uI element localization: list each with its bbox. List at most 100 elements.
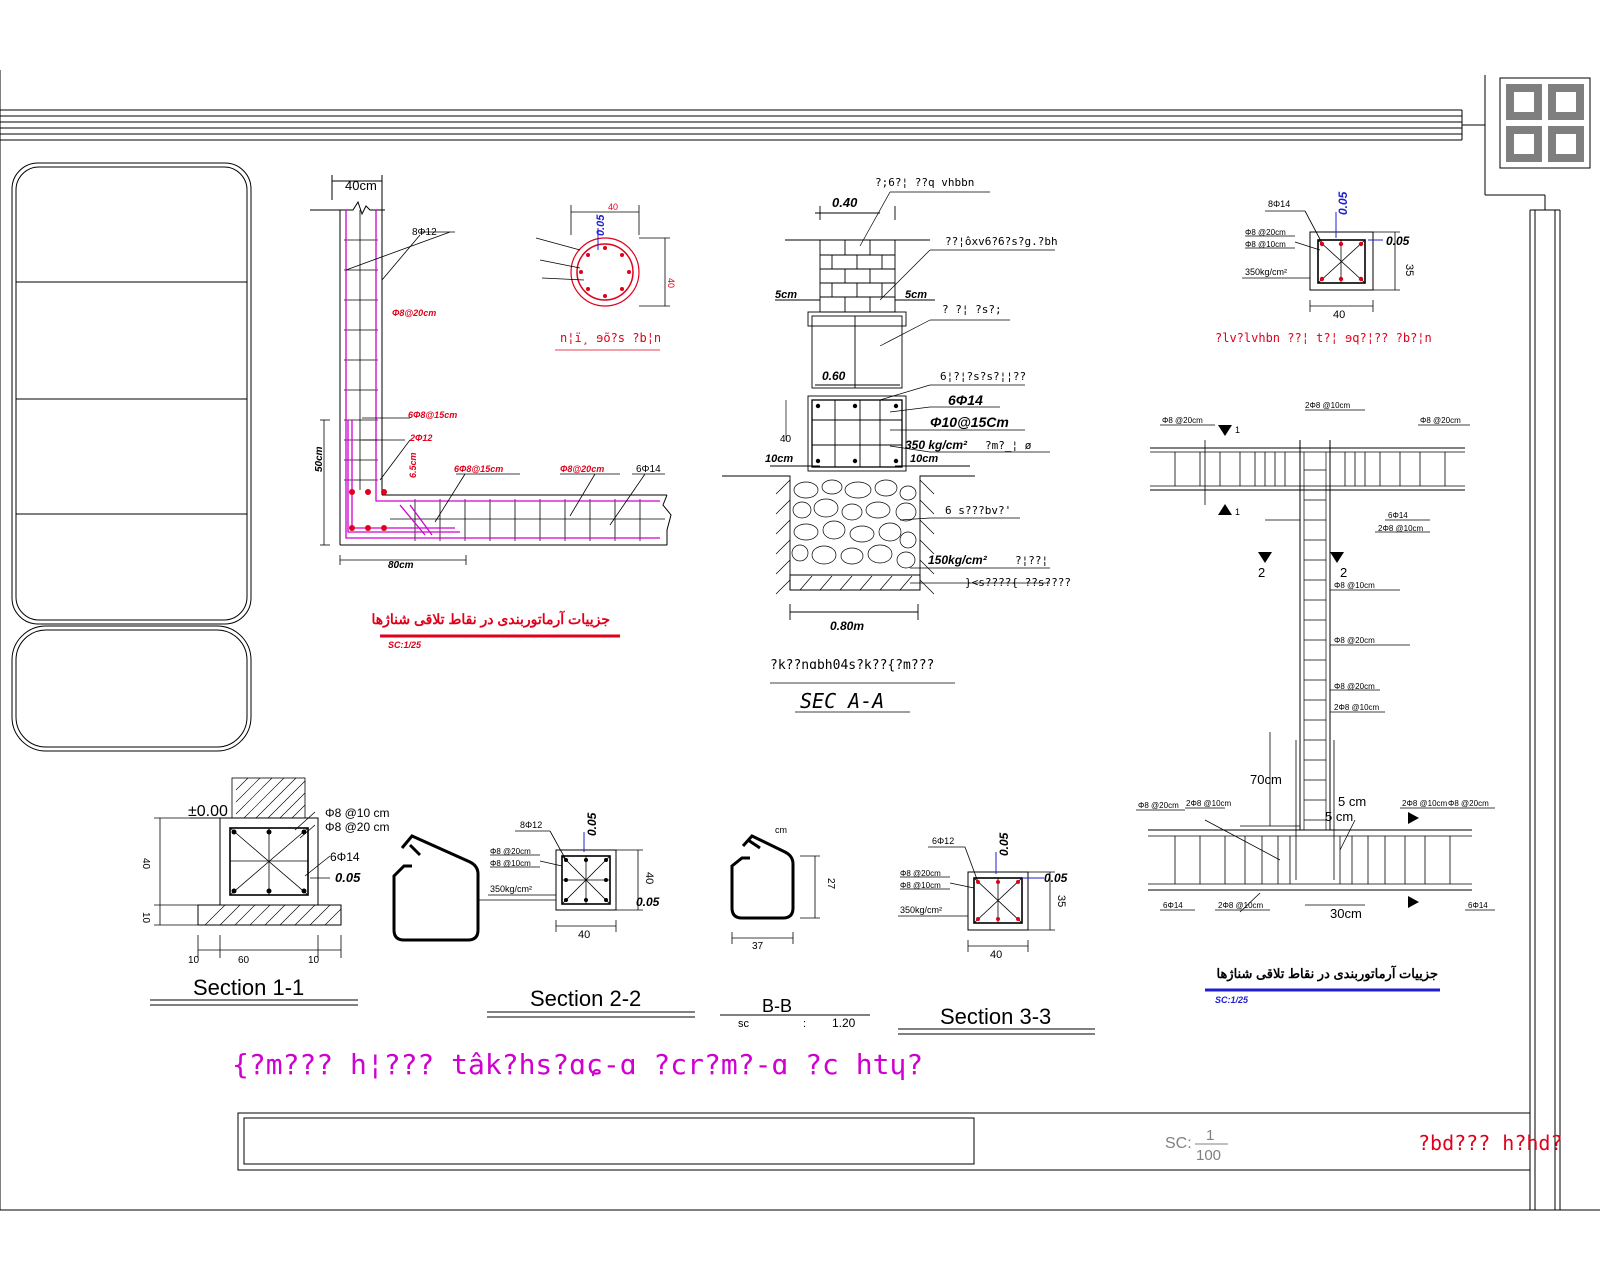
aa-dim-060: 0.60 <box>822 369 846 383</box>
top-right-column-section: 8Φ14 0.05 Φ8 @20cm Φ8 @10cm 350kg/cm² 0.… <box>1215 191 1432 345</box>
left-panels <box>11 162 252 752</box>
aa-label-top: ?;6?¦ ??q vhbbn <box>875 176 974 189</box>
wall-corner-bars: 2Φ12 <box>409 433 432 443</box>
aa-concrete-350-note: ?m?_¦ ø <box>985 439 1032 452</box>
trc-dim-right: 35 <box>1403 264 1415 276</box>
aa-dim-5cm-left: 5cm <box>775 289 797 301</box>
s11-stirrup-b: Φ8 @20 cm <box>325 820 389 834</box>
round-col-cover: 0.05 <box>595 214 607 236</box>
trc-caption: ?lv?lvhbn ??¦ t?¦ ɘq?¦?? ?b?¦n <box>1215 331 1432 345</box>
tj-cut-mark-bottom: 1 <box>1235 507 1240 517</box>
tj-stir-low-3: 2Φ8 @10cm <box>1402 799 1448 808</box>
s33-cover-top: 0.05 <box>997 832 1011 856</box>
tj-title: جزییات آرماتوربندی در نقاط تلاقی شناژها <box>1216 965 1438 982</box>
trc-cover-right: 0.05 <box>1386 234 1410 248</box>
s33-dim-right: 35 <box>1055 895 1067 907</box>
aa-rebar-main: 6Φ14 <box>948 392 983 408</box>
sbb-scale-sc: sc <box>738 1018 750 1030</box>
section-3-3: 6Φ12 0.05 Φ8 @20cm Φ8 @10cm 350kg/cm² 0.… <box>898 832 1095 1035</box>
s22-concrete: 350kg/cm² <box>490 884 532 894</box>
tj-stir-top-center: 2Φ8 @10cm <box>1305 401 1351 410</box>
aa-dim-10cm-left: 10cm <box>765 453 793 465</box>
s33-concrete: 350kg/cm² <box>900 905 942 915</box>
s11-stirrup-a: Φ8 @10 cm <box>325 806 389 820</box>
section-bb: cm 27 37 B-B sc : 1.20 <box>720 825 870 1030</box>
sbb-cm: cm <box>775 825 787 835</box>
tj-dim-5b: 5 cm <box>1325 809 1353 824</box>
aa-stirrup: Φ10@15Cm <box>930 414 1009 430</box>
wall-dim-left: 50cm <box>314 446 325 472</box>
tj-stir-v4: 2Φ8 @10cm <box>1334 703 1380 712</box>
s33-title: Section 3-3 <box>940 1004 1051 1029</box>
round-col-caption: n¦ï¸ ɘõ?s ?b¦n <box>560 331 661 345</box>
s22-dim-right: 40 <box>643 872 655 884</box>
s22-bar: 8Φ12 <box>520 820 542 830</box>
wall-dim-bottom: 80cm <box>388 560 414 571</box>
trc-stirrup-b: Φ8 @10cm <box>1245 240 1286 249</box>
s33-dim-bottom: 40 <box>990 949 1002 961</box>
s11-dim-b3: 10 <box>308 955 320 966</box>
sheet-title: {?m??? h¦??? tâk?hs?ɑɕ-ɑ ?cr?m?-ɑ ?c htɥ… <box>232 1048 923 1081</box>
tj-sec-mark-right: 2 <box>1340 565 1347 580</box>
aa-dim-40: 40 <box>780 434 792 445</box>
s11-cover: 0.05 <box>335 870 361 885</box>
aa-dim-040: 0.40 <box>832 195 858 210</box>
s11-dim-40: 40 <box>140 858 151 870</box>
aa-dim-080: 0.80m <box>830 619 864 633</box>
s33-cover-right: 0.05 <box>1044 871 1068 885</box>
s22-cover-top: 0.05 <box>585 812 599 836</box>
wall-detail-scale: SC:1/25 <box>388 640 422 650</box>
tj-stir-low-4: Φ8 @20cm <box>1448 799 1489 808</box>
wall-dim-small: 6.5cm <box>408 452 418 478</box>
s11-bar: 6Φ14 <box>330 850 360 864</box>
stirrup-shape-a <box>392 834 556 942</box>
title-block-scale-den: 100 <box>1196 1147 1221 1164</box>
aa-label-bars: 6¦?¦?s?s?¦¦?? <box>940 370 1026 383</box>
t-junction-detail: 2Φ8 @10cm Φ8 @20cm Φ8 @20cm 1 1 6Φ14 2Φ8… <box>1136 401 1495 1005</box>
s11-dim-b2: 60 <box>238 955 250 966</box>
aa-concrete-150-note: ?¦??¦ <box>1015 554 1048 567</box>
tj-stir-top-right: Φ8 @20cm <box>1420 416 1461 425</box>
tj-stir-v2: Φ8 @20cm <box>1334 636 1375 645</box>
sbb-scale-value: 1.20 <box>832 1016 856 1030</box>
title-block-scale-label: SC: <box>1165 1135 1192 1152</box>
section-aa: ?;6?¦ ??q vhbbn 0.40 ??¦ôxv6?6?s?g.?bh 5… <box>722 176 1071 713</box>
tj-stir-low-center: 2Φ8 @10cm <box>1218 901 1264 910</box>
tj-dim-5a: 5 cm <box>1338 794 1366 809</box>
section-1-1: ±0.00 Φ8 @10 cm Φ8 @20 cm 6Φ14 0.05 40 1… <box>140 777 389 1006</box>
aa-caption-small: ?k??nɑbh04s?k??{?m??? <box>770 658 934 673</box>
section-2-2: 8Φ12 0.05 Φ8 @20cm Φ8 @10cm 350kg/cm² 40… <box>487 812 695 1018</box>
trc-cover-top: 0.05 <box>1336 191 1350 215</box>
tj-bar-b: 2Φ8 @10cm <box>1378 524 1424 533</box>
corner-logo <box>1499 77 1591 169</box>
wall-stirrup-top: Φ8@20cm <box>392 308 436 318</box>
aa-concrete-150: 150kg/cm² <box>928 553 988 567</box>
aa-concrete-350: 350 kg/cm² <box>905 438 968 452</box>
aa-label-beam: ? ?¦ ?s?; <box>942 303 1002 316</box>
sbb-dim-h: 27 <box>825 878 836 890</box>
round-col-dim-right: 40 <box>666 278 676 288</box>
s22-stirrup-b: Φ8 @10cm <box>490 859 531 868</box>
trc-concrete: 350kg/cm² <box>1245 267 1287 277</box>
s33-stirrup-b: Φ8 @10cm <box>900 881 941 890</box>
sbb-title: B-B <box>762 996 792 1016</box>
trc-dim-bottom: 40 <box>1333 309 1345 321</box>
tj-stir-v3: Φ8 @20cm <box>1334 682 1375 691</box>
s11-level: ±0.00 <box>188 803 228 820</box>
trc-bar: 8Φ14 <box>1268 199 1290 209</box>
title-block-scale-num: 1 <box>1206 1127 1214 1144</box>
s33-bar: 6Φ12 <box>932 836 954 846</box>
tj-cut-mark-top: 1 <box>1235 425 1240 435</box>
wall-detail-title: جزییات آرماتوربندی در نقاط تلاقی شناژها <box>371 610 610 628</box>
wall-dim-top: 40cm <box>345 178 377 193</box>
wall-bar-right: 6Φ14 <box>636 464 661 475</box>
tj-bar-low-left: 6Φ14 <box>1163 901 1183 910</box>
tj-scale: SC:1/25 <box>1215 995 1249 1005</box>
s11-dim-10: 10 <box>140 912 151 924</box>
tj-dim-30: 30cm <box>1330 906 1362 921</box>
s22-dim-bottom: 40 <box>578 929 590 941</box>
tj-stir-top-left: Φ8 @20cm <box>1162 416 1203 425</box>
tj-sec-mark-left: 2 <box>1258 565 1265 580</box>
aa-label-sub: }<s????{ ??s???? <box>965 576 1071 589</box>
